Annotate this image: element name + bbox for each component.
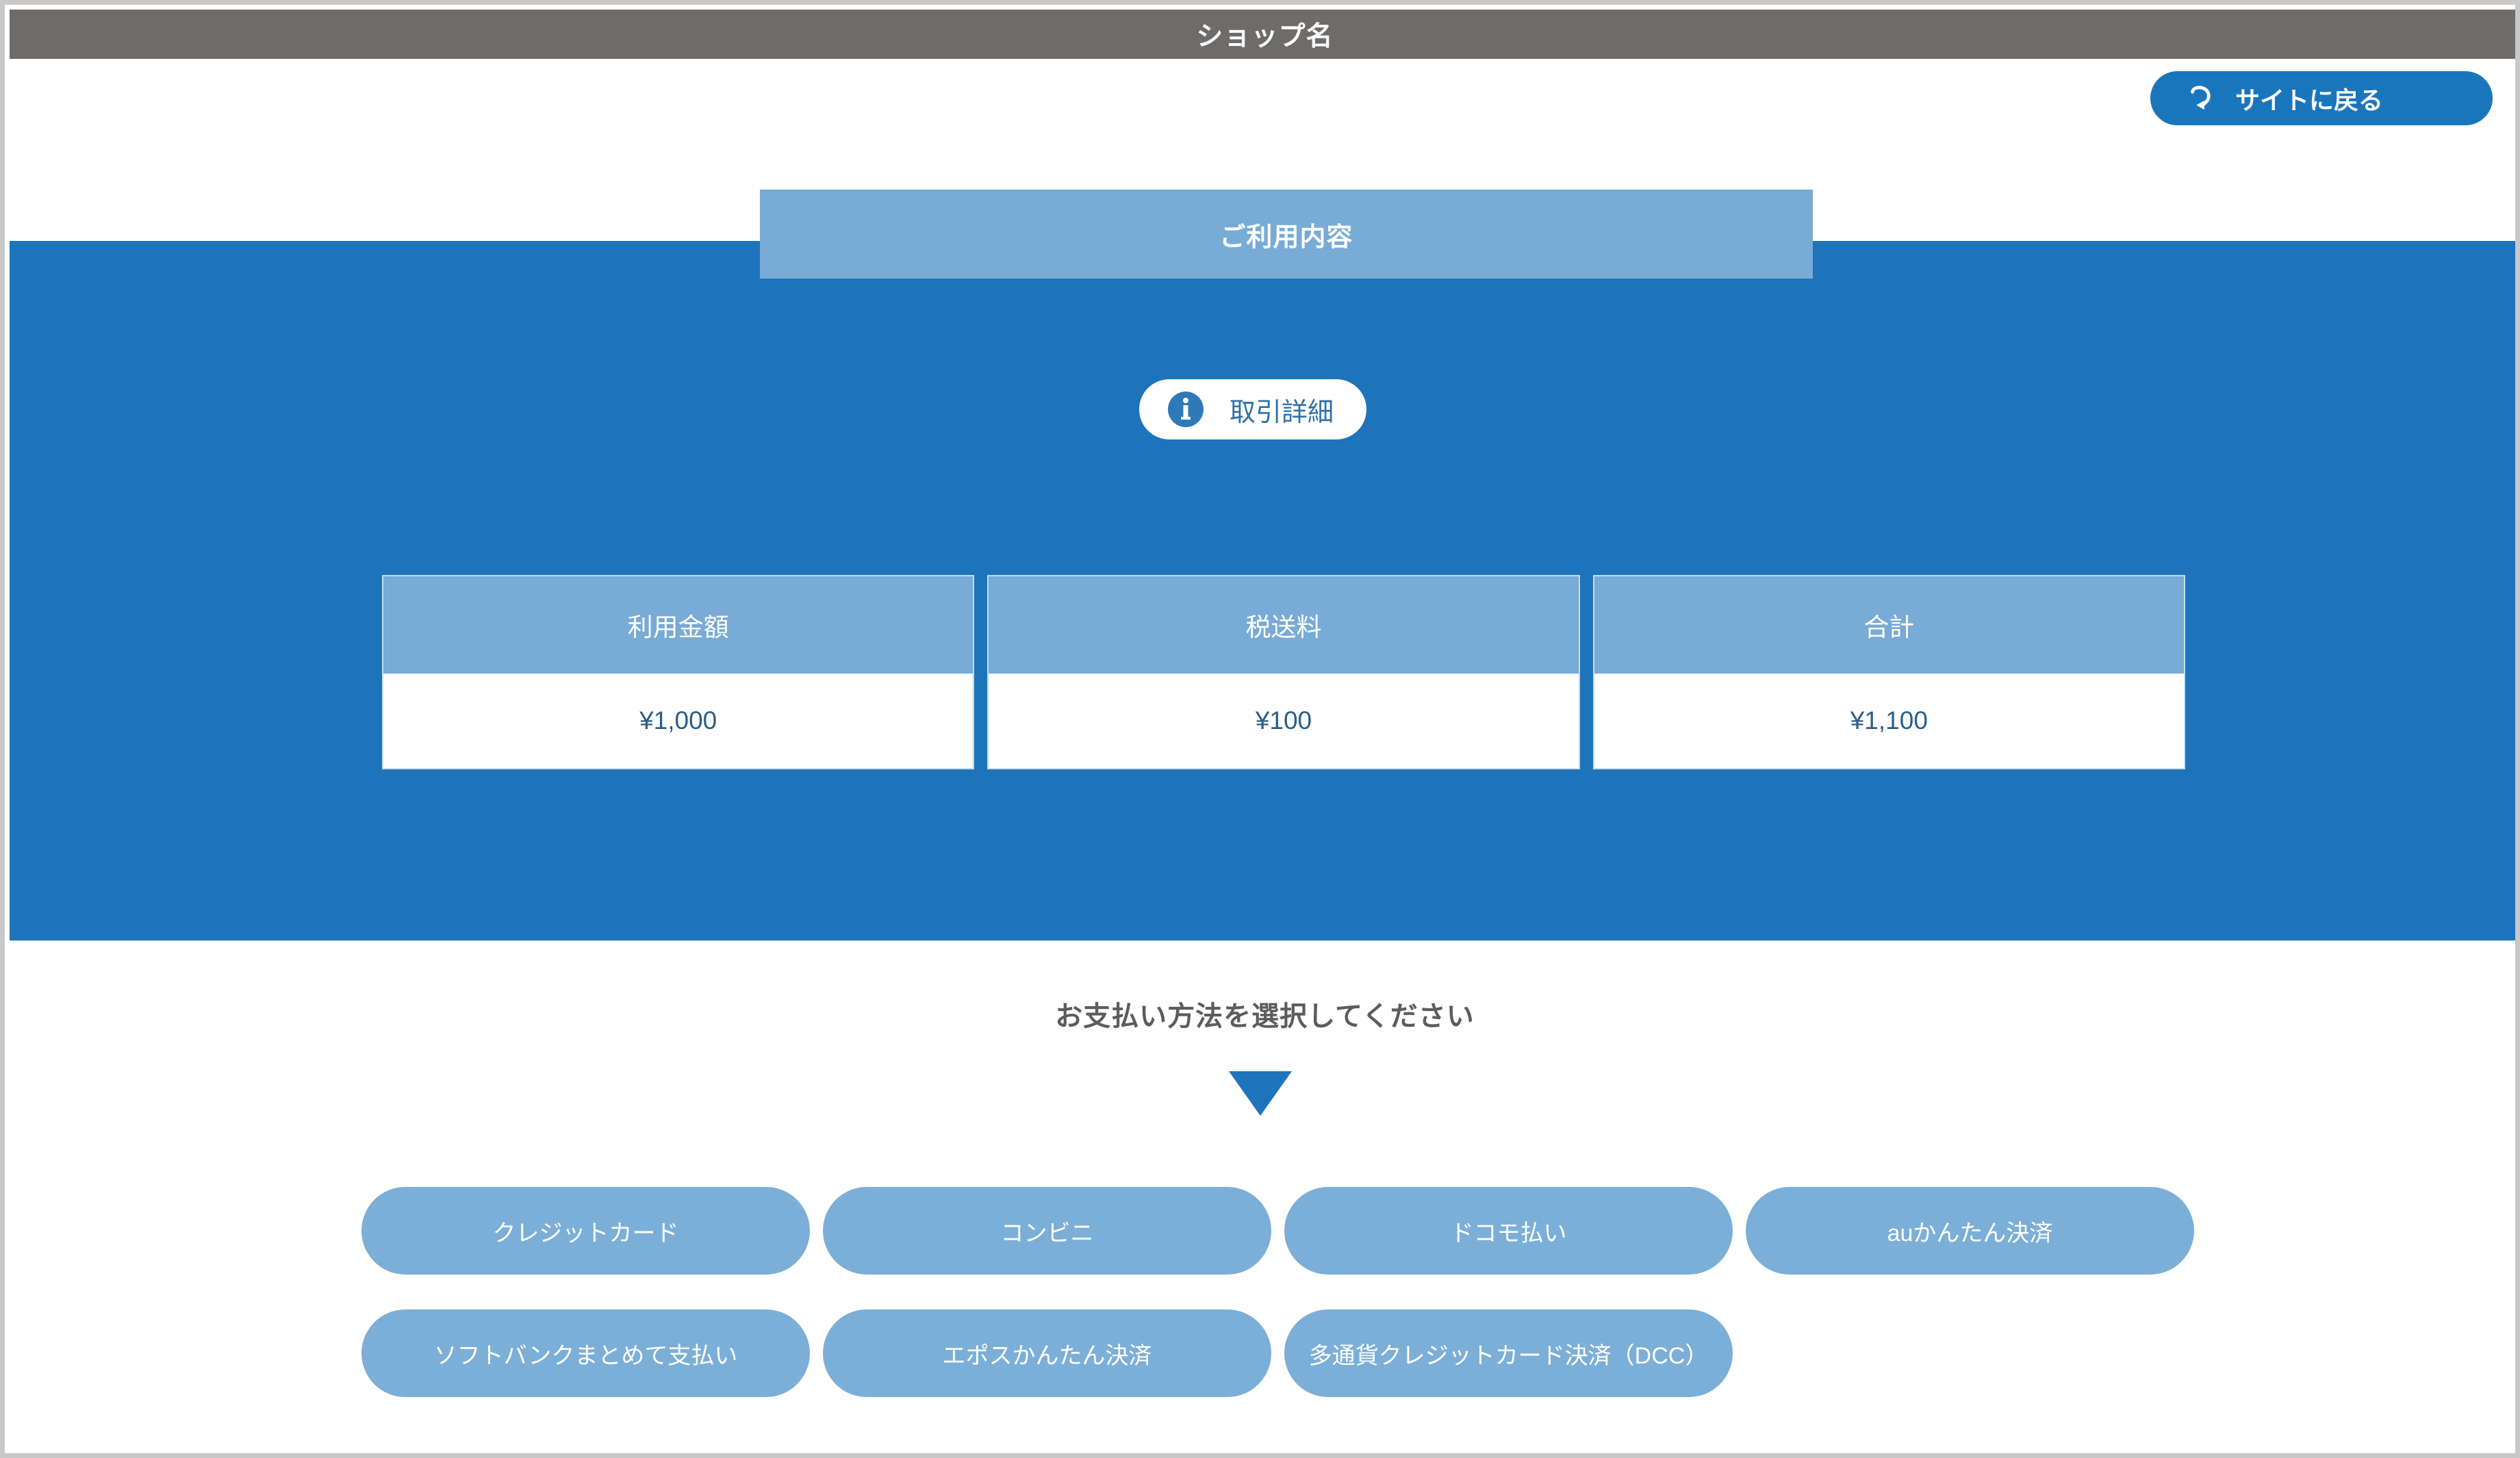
amount-column-tax-shipping: 税送料 ¥100 xyxy=(987,575,1580,769)
amount-value-total: ¥1,100 xyxy=(1594,674,2184,768)
transaction-detail-label: 取引詳細 xyxy=(1230,398,1334,427)
return-arrow-icon xyxy=(2191,86,2211,110)
payment-method-prompt: お支払い方法を選択してください xyxy=(1055,1001,1475,1032)
amount-summary-table: 利用金額 ¥1,000 税送料 ¥100 合計 ¥1,100 xyxy=(382,575,2185,769)
triangle-down-icon xyxy=(1228,1071,1292,1116)
payment-method-dcc[interactable]: 多通貨クレジットカード決済（DCC） xyxy=(1284,1309,1733,1397)
amount-column-total: 合計 ¥1,100 xyxy=(1592,575,2185,769)
payment-method-convenience-store[interactable]: コンビニ xyxy=(823,1187,1271,1275)
payment-method-docomo[interactable]: ドコモ払い xyxy=(1284,1187,1733,1275)
usage-details-tab: ご利用内容 xyxy=(760,190,1813,279)
transaction-detail-button[interactable]: 取引詳細 xyxy=(1139,379,1367,439)
info-icon xyxy=(1168,392,1204,427)
return-to-site-label: サイトに戻る xyxy=(2235,86,2384,114)
amount-header-usage: 利用金額 xyxy=(383,576,973,674)
shop-name-title: ショップ名 xyxy=(1196,22,1334,51)
return-to-site-button[interactable]: サイトに戻る xyxy=(2150,71,2493,125)
payment-method-list: クレジットカード コンビニ ドコモ払い auかんたん決済 ソフトバンクまとめて支… xyxy=(361,1187,2196,1432)
payment-method-row-2: ソフトバンクまとめて支払い エポスかんたん決済 多通貨クレジットカード決済（DC… xyxy=(361,1309,2196,1397)
amount-header-total: 合計 xyxy=(1594,576,2184,674)
payment-method-softbank[interactable]: ソフトバンクまとめて支払い xyxy=(361,1309,810,1397)
payment-method-credit-card[interactable]: クレジットカード xyxy=(361,1187,810,1275)
payment-method-row-1: クレジットカード コンビニ ドコモ払い auかんたん決済 xyxy=(361,1187,2196,1275)
payment-method-au-kantan[interactable]: auかんたん決済 xyxy=(1746,1187,2194,1275)
amount-value-usage: ¥1,000 xyxy=(383,674,973,768)
amount-column-usage: 利用金額 ¥1,000 xyxy=(382,575,975,769)
payment-method-epos-kantan[interactable]: エポスかんたん決済 xyxy=(823,1309,1271,1397)
amount-value-tax-shipping: ¥100 xyxy=(989,674,1579,768)
usage-details-tab-label: ご利用内容 xyxy=(1219,222,1353,252)
amount-header-tax-shipping: 税送料 xyxy=(989,576,1579,674)
shop-header-bar: ショップ名 xyxy=(10,10,2515,59)
